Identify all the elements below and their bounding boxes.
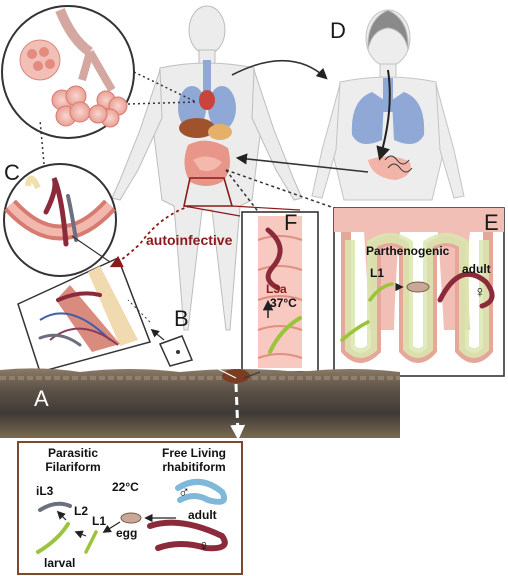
autoinfective-arrow (109, 205, 191, 268)
autoinfective-label: autoinfective (146, 232, 233, 248)
panel-c-vessel (3, 163, 117, 277)
e-l1-label: L1 (370, 266, 385, 280)
soil-to-foot-line (191, 355, 237, 379)
soil-down-arrow (230, 383, 246, 440)
e-connector (225, 169, 341, 211)
alveoli-connector-2 (127, 101, 197, 105)
larval-label: larval (44, 556, 76, 570)
skin-connector (127, 299, 151, 323)
panel-label-b: B (174, 306, 189, 331)
panel-label-e: E (484, 210, 499, 235)
d-swallow-arrow (376, 69, 391, 161)
panel-e (333, 207, 505, 377)
lifecycle-temp: 22°C (112, 480, 139, 494)
egg-label: egg (116, 526, 138, 540)
panel-label-a: A (34, 386, 49, 411)
foot-icon (158, 335, 194, 367)
c-connector (39, 119, 45, 165)
parthenogenic-label: Parthenogenic (366, 244, 450, 258)
parasitic-title: Parasitic (47, 446, 99, 460)
lifecycle-female-symbol: ♀ (198, 538, 210, 555)
lifecycle-adult-label: adult (188, 508, 217, 522)
l2-label: L2 (74, 504, 89, 518)
arrow-to-d (231, 59, 328, 80)
free-living-title: Free Living (161, 446, 226, 460)
panel-f (241, 211, 319, 373)
alveoli-panel (1, 5, 135, 139)
f-connector-right (231, 205, 301, 211)
rhabitiform-title: rhabitiform (162, 460, 226, 474)
panel-label-c: C (4, 160, 20, 185)
panel-label-d: D (330, 18, 346, 43)
arrow-from-d (235, 153, 369, 173)
panel-d-organs (351, 78, 425, 180)
il3-label: iL3 (36, 484, 54, 498)
f-temp-label: 37°C (270, 296, 297, 310)
soil-to-f-line (243, 371, 261, 379)
skin-to-c-line (71, 235, 111, 263)
skin-panel (17, 256, 151, 373)
foot-to-skin-arrow (150, 328, 165, 341)
f-connector-left (183, 205, 241, 217)
l1-label: L1 (92, 514, 107, 528)
alveoli-connector (133, 71, 197, 103)
filariform-title: Filariform (45, 460, 101, 474)
panel-label-f: F (284, 210, 298, 235)
e-female-symbol: ♀ (474, 284, 486, 301)
lifecycle-box (17, 441, 243, 575)
male-symbol: ♂ (178, 484, 190, 501)
panel-a-soil (0, 368, 400, 438)
f-l3a-label: L3a (266, 282, 287, 296)
e-adult-label: adult (462, 262, 491, 276)
